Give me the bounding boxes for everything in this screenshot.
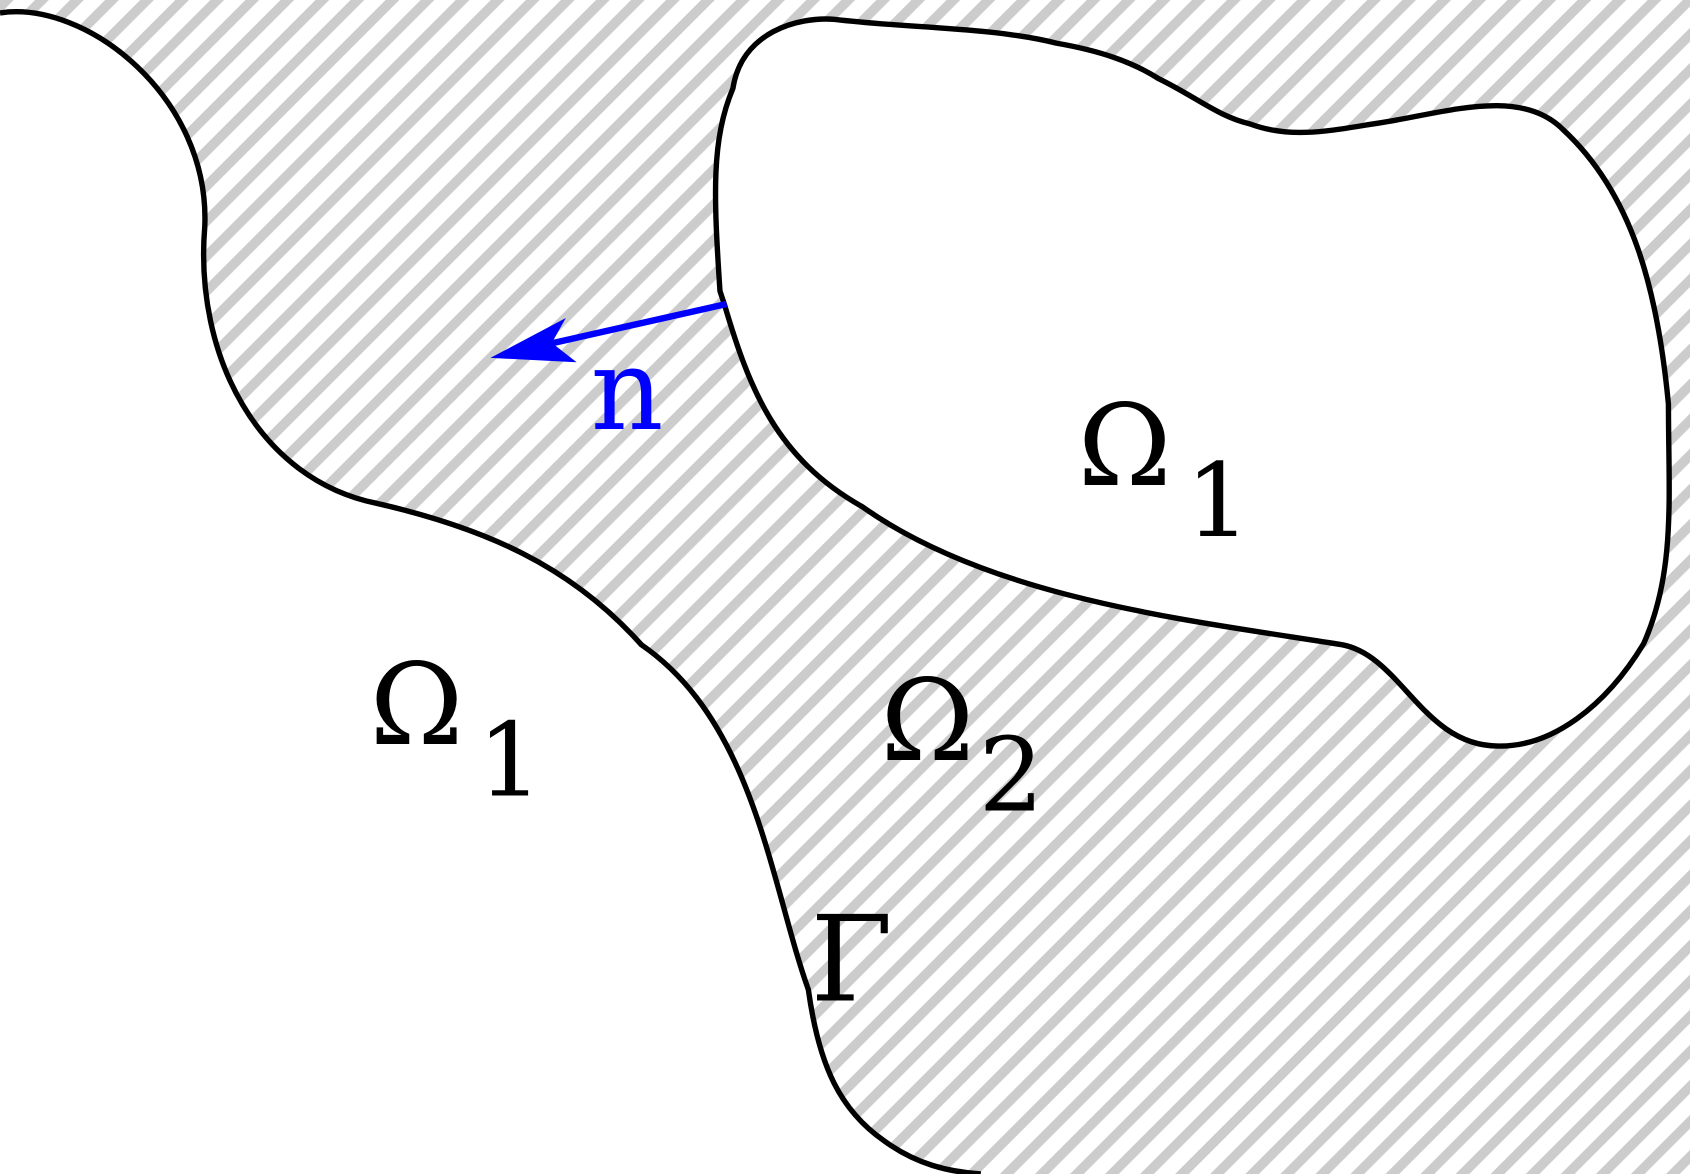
omega1-right-label: Ω 1 (1078, 380, 1251, 561)
omega2-symbol: Ω (881, 655, 975, 787)
gamma-label: Γ (811, 890, 893, 1028)
omega1-left-label: Ω 1 (370, 639, 543, 821)
normal-label: n (591, 324, 664, 456)
omega1-left-subscript: 1 (477, 702, 542, 821)
omega1-left-symbol: Ω (370, 639, 464, 771)
omega1-right-subscript: 1 (1186, 442, 1251, 561)
omega2-subscript: 2 (979, 717, 1044, 836)
interface-boundary-island (712, 16, 1672, 749)
normal-vector-arrow (490, 300, 728, 363)
omega1-right-symbol: Ω (1078, 380, 1172, 512)
omega2-label: Ω 2 (881, 655, 1044, 836)
interface-boundary-left (0, 9, 981, 1174)
